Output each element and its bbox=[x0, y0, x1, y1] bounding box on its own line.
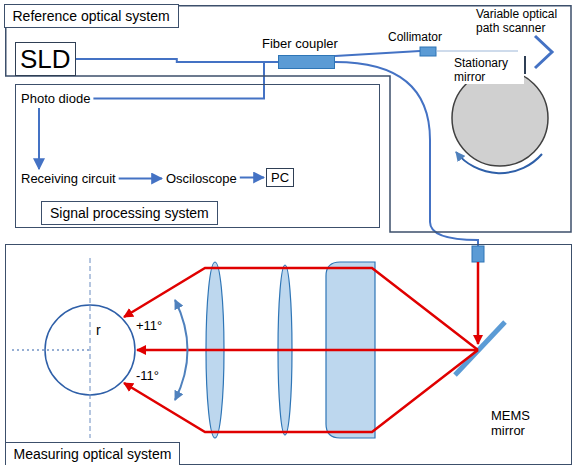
component-label: Receiving circuit bbox=[21, 171, 116, 186]
component-label: Fiber coupler bbox=[262, 36, 338, 51]
light-source-box: SLD bbox=[15, 42, 76, 76]
fiber-line bbox=[93, 62, 278, 99]
light-ray bbox=[124, 350, 478, 432]
signal-arrow bbox=[240, 177, 264, 179]
coupler-body bbox=[278, 55, 335, 69]
component-label: MEMS mirror bbox=[491, 408, 541, 438]
box-text: SLD bbox=[20, 44, 71, 74]
axis-line bbox=[12, 350, 90, 351]
component-label: Osciloscope bbox=[166, 171, 237, 186]
rotating-disk bbox=[452, 70, 548, 166]
region-heading: Reference optical system bbox=[4, 4, 179, 28]
region-heading: Measuring optical system bbox=[5, 442, 181, 465]
part-label: Variable optical path scanner bbox=[476, 7, 558, 35]
fiber bbox=[335, 62, 478, 246]
component-label: MEMS mirror bbox=[491, 408, 541, 438]
dimension-label: r bbox=[96, 322, 101, 338]
part-label: Stationary mirror bbox=[452, 56, 524, 84]
signal-arrow bbox=[38, 108, 40, 169]
system-region: Reference optical systemSLD Fiber coupler bbox=[5, 5, 572, 233]
collimator-block bbox=[472, 246, 484, 262]
component-label: Receiving circuit bbox=[21, 171, 116, 186]
component-label: Osciloscope bbox=[166, 171, 237, 186]
component-label: Photo diode bbox=[21, 91, 90, 106]
axis-line bbox=[90, 258, 91, 438]
system-region: Signal processing system Photo diodeRecei… bbox=[15, 84, 380, 228]
fiber-coupler: Fiber coupler bbox=[262, 36, 338, 69]
collimator-block bbox=[420, 47, 436, 56]
angle-label: +11° bbox=[136, 318, 162, 333]
mems-mirror bbox=[455, 322, 505, 375]
angle-arc bbox=[175, 300, 188, 400]
scanner-mirror bbox=[535, 36, 552, 68]
light-ray bbox=[477, 262, 480, 344]
system-region: Measuring optical system MEMS mirror bbox=[5, 244, 572, 465]
light-beam bbox=[436, 51, 518, 52]
process-box: PC bbox=[266, 168, 294, 187]
angle-label: -11° bbox=[136, 368, 159, 383]
region-heading: Signal processing system bbox=[41, 201, 218, 225]
component-label: Photo diode bbox=[21, 91, 90, 106]
box-text: PC bbox=[271, 170, 289, 185]
fiber bbox=[335, 51, 420, 56]
signal-arrow bbox=[119, 178, 162, 180]
light-ray bbox=[124, 268, 478, 350]
part-label: Collimator bbox=[388, 30, 442, 44]
region-outline bbox=[6, 6, 571, 232]
rotation-arrow bbox=[456, 152, 542, 173]
fiber-line bbox=[76, 59, 278, 62]
